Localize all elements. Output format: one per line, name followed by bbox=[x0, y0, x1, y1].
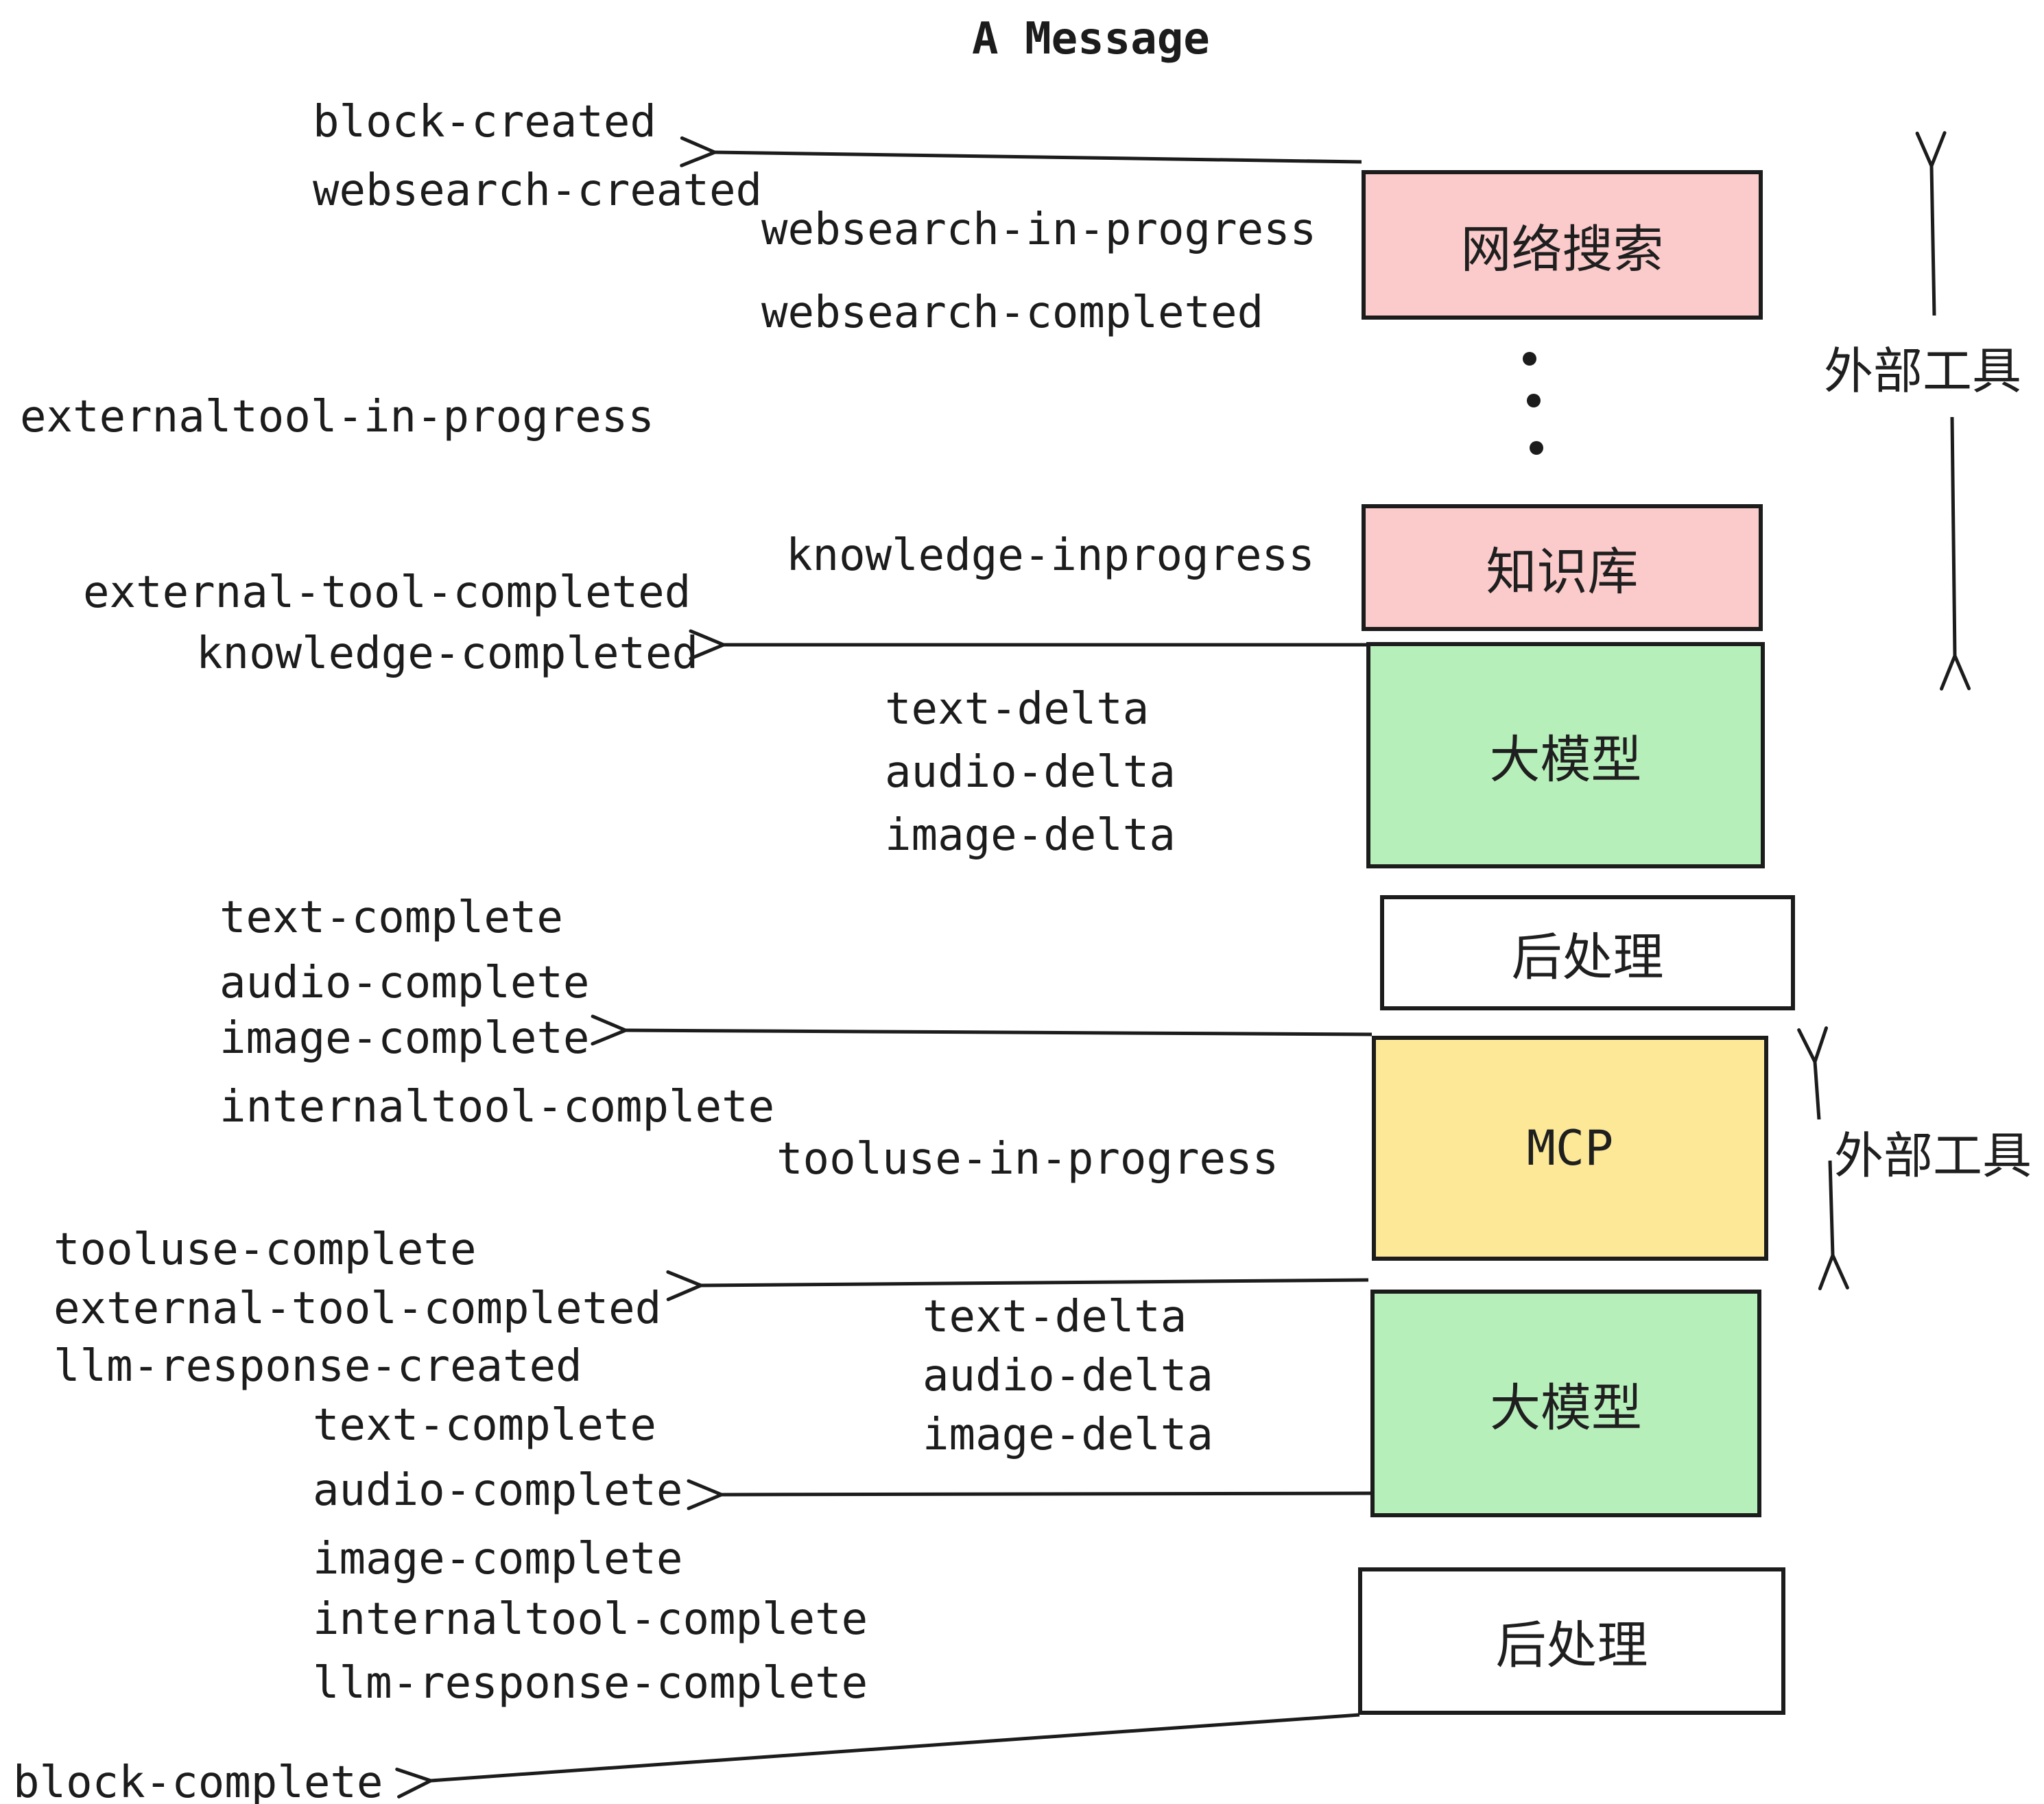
node-mcp-label: MCP bbox=[1526, 1120, 1614, 1176]
event-external-tool-completed-2: external-tool-completed bbox=[54, 1283, 662, 1334]
arrow-external-tools-up-2 bbox=[1797, 1026, 1829, 1120]
arrow-block-complete bbox=[395, 1713, 1360, 1799]
event-tooluse-in-progress: tooluse-in-progress bbox=[776, 1134, 1279, 1185]
event-tooluse-complete: tooluse-complete bbox=[54, 1224, 477, 1275]
node-postprocess-2-label: 后处理 bbox=[1495, 1616, 1648, 1675]
event-text-complete-2: text-complete bbox=[313, 1400, 656, 1451]
event-llm-response-complete: llm-response-complete bbox=[313, 1658, 868, 1709]
arrow-external-tools-up-1 bbox=[1915, 131, 1947, 316]
event-llm-response-created: llm-response-created bbox=[54, 1341, 582, 1392]
event-websearch-created: websearch-created bbox=[313, 165, 763, 216]
arrow-audio-complete bbox=[687, 1479, 1371, 1510]
node-postprocess-1-label: 后处理 bbox=[1511, 927, 1664, 987]
ellipsis-dot-1 bbox=[1523, 352, 1536, 366]
event-externaltool-in-progress: externaltool-in-progress bbox=[20, 392, 654, 442]
node-knowledge-base: 知识库 bbox=[1362, 504, 1763, 631]
side-label-external-tools-2: 外部工具 bbox=[1834, 1127, 2032, 1185]
node-websearch-label: 网络搜索 bbox=[1460, 219, 1664, 279]
arrow-external-tools-down-2 bbox=[1818, 1160, 1849, 1291]
node-mcp: MCP bbox=[1372, 1036, 1768, 1261]
event-audio-complete-2: audio-complete bbox=[313, 1465, 683, 1516]
event-text-delta: text-delta bbox=[885, 684, 1150, 735]
node-llm-1: 大模型 bbox=[1366, 642, 1765, 868]
event-internaltool-complete-2: internaltool-complete bbox=[313, 1594, 868, 1645]
event-audio-delta: audio-delta bbox=[885, 747, 1176, 798]
event-text-complete: text-complete bbox=[219, 892, 563, 943]
event-websearch-in-progress: websearch-in-progress bbox=[761, 204, 1317, 255]
ellipsis-dot-3 bbox=[1530, 441, 1543, 455]
event-audio-delta-2: audio-delta bbox=[923, 1351, 1213, 1401]
event-image-complete: image-complete bbox=[219, 1013, 590, 1064]
node-postprocess-1: 后处理 bbox=[1380, 895, 1795, 1010]
vertical-ellipsis-dots bbox=[1523, 352, 1543, 455]
event-image-delta: image-delta bbox=[885, 810, 1176, 861]
event-internaltool-complete: internaltool-complete bbox=[219, 1082, 775, 1132]
event-audio-complete: audio-complete bbox=[219, 958, 590, 1008]
node-websearch: 网络搜索 bbox=[1362, 170, 1763, 320]
event-websearch-completed: websearch-completed bbox=[761, 287, 1264, 338]
arrow-tooluse-complete bbox=[666, 1270, 1369, 1301]
node-llm-2: 大模型 bbox=[1370, 1290, 1761, 1517]
event-external-tool-completed: external-tool-completed bbox=[83, 567, 691, 618]
event-knowledge-completed: knowledge-completed bbox=[196, 628, 699, 679]
diagram-title: A Message bbox=[972, 14, 1210, 64]
event-knowledge-inprogress: knowledge-inprogress bbox=[786, 530, 1315, 581]
event-block-created: block-created bbox=[313, 97, 656, 147]
event-block-complete: block-complete bbox=[13, 1757, 383, 1804]
arrow-external-tools-down-1 bbox=[1940, 416, 1971, 691]
node-llm-2-label: 大模型 bbox=[1490, 1378, 1642, 1438]
event-image-delta-2: image-delta bbox=[923, 1410, 1213, 1460]
side-label-external-tools-1: 外部工具 bbox=[1824, 342, 2022, 400]
event-text-delta-2: text-delta bbox=[923, 1292, 1187, 1342]
arrow-image-complete bbox=[591, 1014, 1372, 1046]
node-postprocess-2: 后处理 bbox=[1358, 1567, 1785, 1715]
event-image-complete-2: image-complete bbox=[313, 1534, 683, 1585]
node-llm-1-label: 大模型 bbox=[1489, 730, 1642, 790]
node-knowledge-base-label: 知识库 bbox=[1486, 543, 1639, 602]
ellipsis-dot-2 bbox=[1527, 394, 1541, 407]
arrow-block-created bbox=[680, 136, 1362, 167]
